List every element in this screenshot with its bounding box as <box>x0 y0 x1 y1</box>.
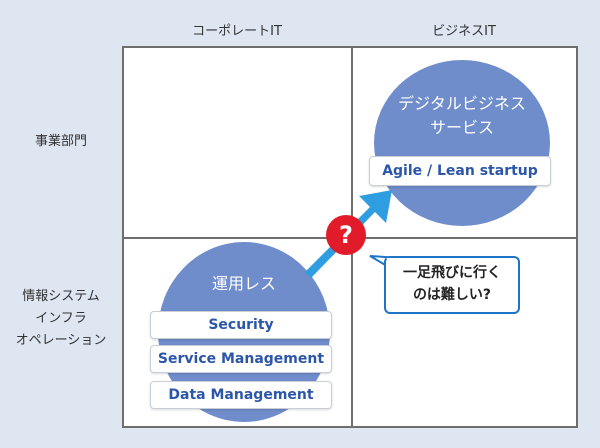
business-circle-title: デジタルビジネス サービス <box>398 94 526 137</box>
ops-item-security: Security <box>150 311 332 339</box>
column-label-business-it: ビジネスIT <box>432 24 496 39</box>
ops-item-data-management: Data Management <box>150 381 332 409</box>
ops-item-service-management: Service Management <box>150 345 332 373</box>
callout-pointer-mask <box>386 258 399 267</box>
business-item-agile-lean-startup: Agile / Lean startup <box>369 156 551 186</box>
column-label-corporate-it: コーポレートIT <box>192 24 282 39</box>
question-icon-circle <box>326 215 366 255</box>
row-label-business-division: 事業部門 <box>34 134 87 149</box>
row-label-it-infrastructure: 情報システム インフラ オペレーション <box>15 289 107 348</box>
business-circle <box>374 60 550 226</box>
callout-bubble: 一足飛びに行く のは難しい? <box>384 256 520 314</box>
ops-circle-title: 運用レス <box>211 274 276 293</box>
question-icon: ? <box>339 221 353 249</box>
